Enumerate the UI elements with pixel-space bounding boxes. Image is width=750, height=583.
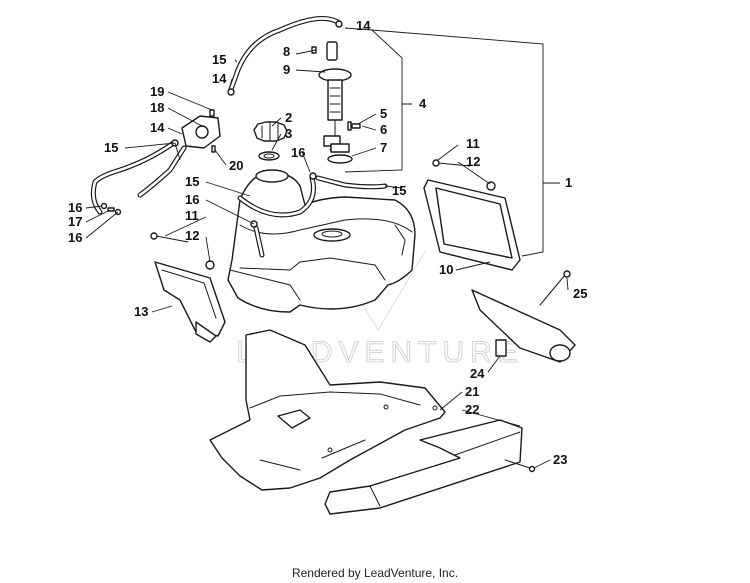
- callout-12-left: 12: [185, 228, 199, 243]
- callout-23: 23: [553, 452, 567, 467]
- callout-3: 3: [285, 126, 292, 141]
- hardware: [150, 159, 536, 473]
- callout-9: 9: [283, 62, 290, 77]
- callout-2: 2: [285, 110, 292, 125]
- callout-16-tank: 16: [291, 145, 305, 160]
- callout-8: 8: [283, 44, 290, 59]
- mount-bracket: [471, 270, 576, 363]
- callout-14-left: 14: [212, 71, 227, 86]
- callout-11-left: 11: [185, 208, 199, 223]
- strap-right: [423, 179, 521, 271]
- callout-12-right: 12: [466, 154, 480, 169]
- callout-18: 18: [150, 100, 164, 115]
- skid-rail: [324, 419, 523, 515]
- callout-4: 4: [419, 96, 427, 111]
- callout-1: 1: [565, 175, 572, 190]
- callout-14-valve: 14: [150, 120, 165, 135]
- callout-15-mid: 15: [185, 174, 199, 189]
- strap-left: [154, 261, 226, 343]
- callout-17: 17: [68, 214, 82, 229]
- fuel-valve: [181, 109, 221, 153]
- fuel-hoses: [90, 15, 388, 258]
- callout-14-top: 14: [356, 18, 371, 33]
- callout-15-left: 15: [104, 140, 118, 155]
- callout-6: 6: [380, 122, 387, 137]
- gas-cap: [253, 121, 288, 142]
- callout-15-right: 15: [392, 183, 406, 198]
- callout-15-top: 15: [212, 52, 226, 67]
- callout-16-a: 16: [68, 200, 82, 215]
- callout-16-b: 16: [68, 230, 82, 245]
- leader-lines: [85, 27, 569, 469]
- callout-22: 22: [465, 402, 479, 417]
- callout-5: 5: [380, 106, 387, 121]
- exploded-view-drawing: LEADVENTURE: [68, 15, 587, 515]
- cap-gasket: [258, 151, 280, 161]
- callout-11-right: 11: [466, 136, 480, 151]
- callout-25: 25: [573, 286, 587, 301]
- callout-20: 20: [229, 158, 243, 173]
- fuel-pump-assembly: [311, 41, 361, 164]
- callout-24: 24: [470, 366, 485, 381]
- callout-labels: 14 15 14 8 9 4 5 6 7 2 3 16 15 19 18 14 …: [68, 18, 587, 467]
- callout-21: 21: [465, 384, 479, 399]
- footer-credit: Rendered by LeadVenture, Inc.: [291, 566, 459, 580]
- skid-plate: [209, 329, 446, 491]
- callout-13: 13: [134, 304, 148, 319]
- callout-16-mid: 16: [185, 192, 199, 207]
- callout-19: 19: [150, 84, 164, 99]
- callout-7: 7: [380, 140, 387, 155]
- fuel-tank: [227, 169, 416, 313]
- callout-10: 10: [439, 262, 453, 277]
